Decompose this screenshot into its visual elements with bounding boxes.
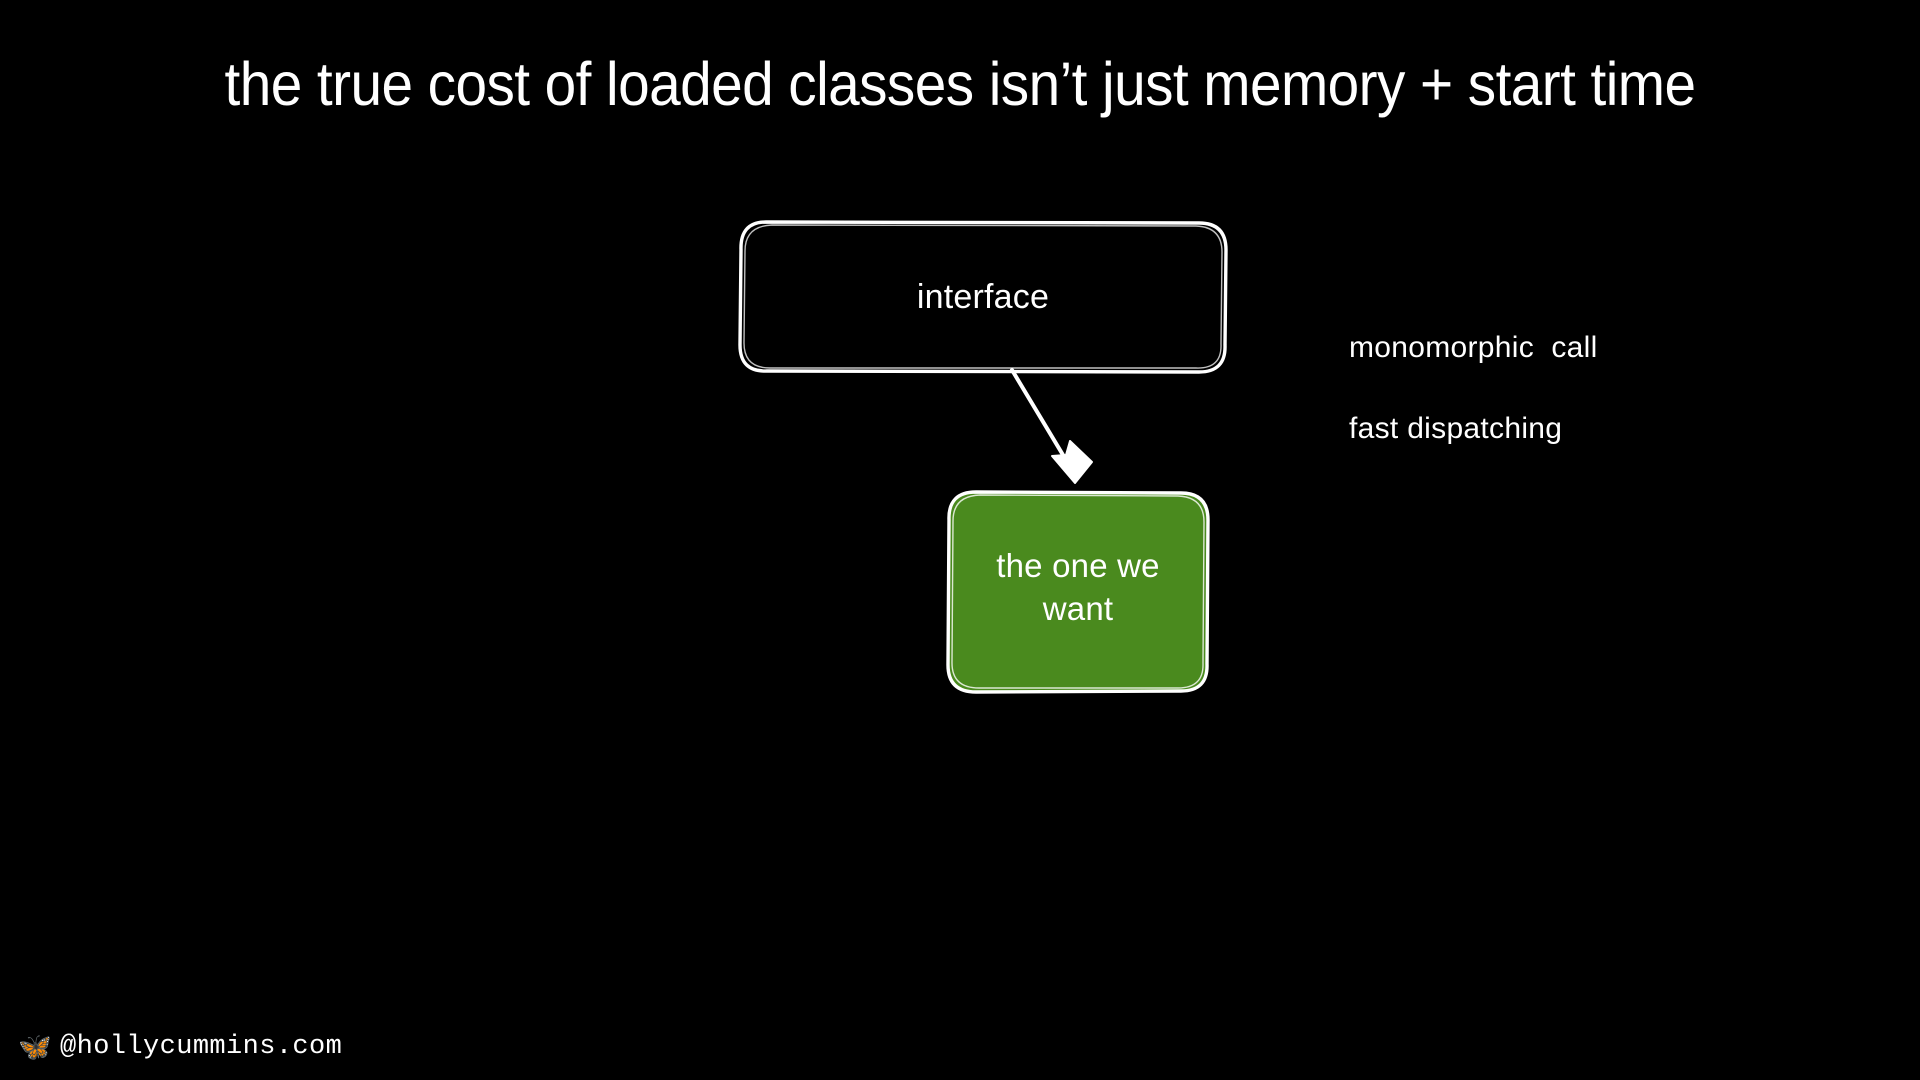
- footer-branding: 🦋 @hollycummins.com: [18, 1031, 342, 1063]
- edge-line: [1010, 368, 1077, 477]
- butterfly-icon: 🦋: [18, 1032, 52, 1062]
- page-title: the true cost of loaded classes isn’t ju…: [224, 50, 1696, 118]
- node-target-label: the one we want: [996, 547, 1160, 627]
- node-interface-label: interface: [916, 278, 1050, 316]
- edge-interface-to-target: [1010, 368, 1093, 484]
- footer-handle-text: @hollycummins.com: [60, 1032, 343, 1062]
- annotation-fast-dispatching: fast dispatching: [1349, 412, 1563, 445]
- edge-arrowhead-icon: [1051, 440, 1093, 484]
- annotation-monomorphic-call: monomorphic call: [1349, 331, 1598, 364]
